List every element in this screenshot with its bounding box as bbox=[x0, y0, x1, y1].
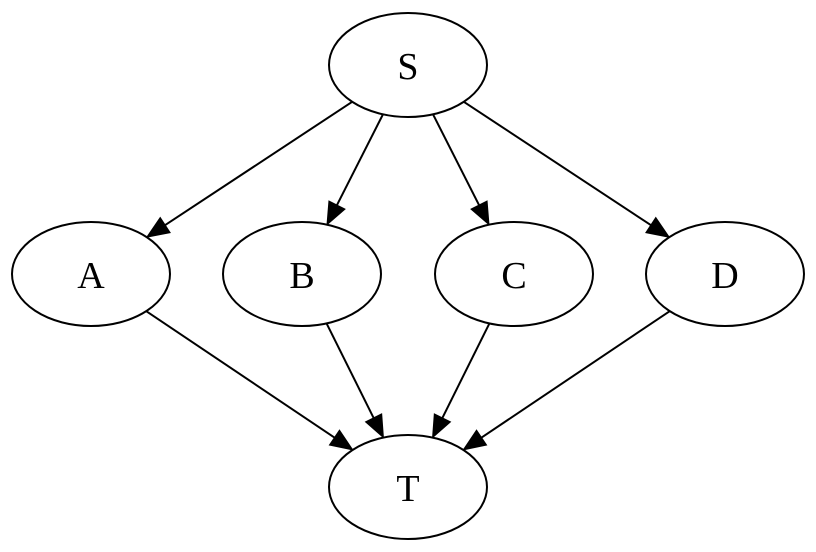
edge-line bbox=[164, 100, 353, 226]
node-label: S bbox=[397, 46, 418, 88]
node-ellipse bbox=[645, 221, 805, 327]
edge-d-to-t bbox=[462, 310, 671, 451]
node-label: T bbox=[396, 468, 419, 510]
edge-s-to-c bbox=[432, 113, 490, 226]
arrowhead-icon bbox=[145, 216, 171, 238]
arrowhead-icon bbox=[326, 200, 346, 226]
edge-line bbox=[480, 310, 671, 439]
node-d: D bbox=[645, 221, 805, 327]
node-ellipse bbox=[328, 434, 488, 540]
edges-layer bbox=[145, 100, 671, 451]
edge-s-to-b bbox=[326, 113, 384, 226]
node-ellipse bbox=[434, 221, 594, 327]
node-t: T bbox=[328, 434, 488, 540]
node-s: S bbox=[328, 12, 488, 118]
arrowhead-icon bbox=[432, 413, 452, 439]
node-ellipse bbox=[328, 12, 488, 118]
arrowhead-icon bbox=[645, 216, 671, 238]
node-ellipse bbox=[222, 221, 382, 327]
node-c: C bbox=[434, 221, 594, 327]
edge-s-to-d bbox=[463, 100, 671, 238]
arrowhead-icon bbox=[328, 429, 354, 451]
node-label: B bbox=[289, 255, 314, 297]
node-ellipse bbox=[11, 221, 171, 327]
node-label: A bbox=[77, 255, 105, 297]
edge-line bbox=[432, 113, 480, 206]
arrowhead-icon bbox=[470, 200, 490, 226]
arrowhead-icon bbox=[364, 413, 384, 439]
edge-s-to-a bbox=[145, 100, 353, 238]
node-label: D bbox=[711, 255, 738, 297]
edge-line bbox=[325, 322, 375, 419]
edge-line bbox=[441, 322, 491, 419]
nodes-layer: S A B C D T bbox=[11, 12, 805, 540]
edge-b-to-t bbox=[325, 322, 384, 439]
edge-line bbox=[145, 310, 336, 439]
node-label: C bbox=[501, 255, 526, 297]
edge-c-to-t bbox=[432, 322, 491, 439]
edge-line bbox=[463, 100, 652, 226]
edge-line bbox=[336, 113, 384, 206]
edge-a-to-t bbox=[145, 310, 354, 451]
node-a: A bbox=[11, 221, 171, 327]
arrowhead-icon bbox=[462, 429, 488, 451]
node-b: B bbox=[222, 221, 382, 327]
